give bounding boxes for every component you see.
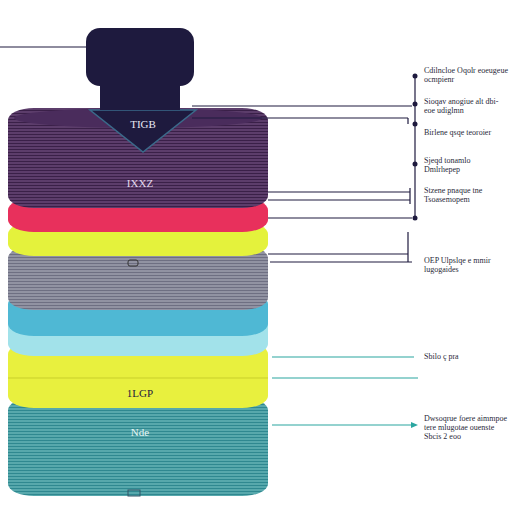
leader-dot: [413, 102, 418, 107]
cone: [90, 110, 196, 152]
cap-neck: [100, 80, 180, 110]
callout-label: Sjeqd tonamlo Dmlrhepep: [424, 156, 508, 174]
leader-dot: [413, 162, 418, 167]
band-label-box: Nde: [128, 425, 152, 439]
purple-band: [8, 108, 268, 208]
callout-label: Cdilncloe Oqolr eoeugeue ocmpienr: [424, 66, 508, 84]
leader-dot: [413, 122, 418, 127]
band-label: 1LGP: [127, 387, 153, 399]
callout-label: Dwsoqrue foere aimmpoe tere mlugotae oue…: [424, 414, 508, 442]
leader-line: [407, 118, 408, 124]
band-label-box: 1LGP: [124, 386, 156, 400]
callout-label: Stzene pnaque tne Tsoasemopem: [424, 186, 508, 204]
leader-line: [0, 46, 86, 47]
cap: [86, 28, 194, 86]
leader-line: [270, 261, 412, 262]
leader-dot: [413, 216, 418, 221]
callout-label: Sbilo ç pra: [424, 352, 508, 361]
band-seam: [8, 378, 268, 379]
leader-line: [268, 199, 410, 200]
leader-line: [407, 232, 408, 262]
teal-band: [8, 398, 268, 496]
leader-dot: [413, 74, 418, 79]
callout-label: Birlene qsqe teoroier: [424, 128, 508, 137]
leader-line: [268, 217, 412, 218]
callout-label: Sioqav anogiue alt dbi-eoe udiglmn: [424, 97, 508, 115]
leader-line: [272, 356, 414, 357]
base-tab: [128, 490, 140, 496]
band-label: TIGB: [130, 118, 156, 130]
band-label: Nde: [131, 426, 149, 438]
leader-line: [272, 424, 414, 425]
leader-line: [192, 117, 408, 118]
band-label: IXXZ: [127, 177, 153, 189]
callout-label: OEP Ulpslqe e mmir lugogaides: [424, 256, 508, 274]
leader-line: [192, 105, 412, 106]
leader-line: [272, 377, 418, 378]
leader-line: [268, 253, 408, 254]
band-label-box: TIGB: [127, 117, 159, 131]
leader-arrow: [411, 422, 418, 428]
leader-line: [409, 188, 410, 204]
leader-line: [414, 76, 415, 218]
small-icon: [128, 260, 138, 266]
leader-line: [268, 191, 410, 192]
band-label-box: IXXZ: [124, 176, 156, 190]
